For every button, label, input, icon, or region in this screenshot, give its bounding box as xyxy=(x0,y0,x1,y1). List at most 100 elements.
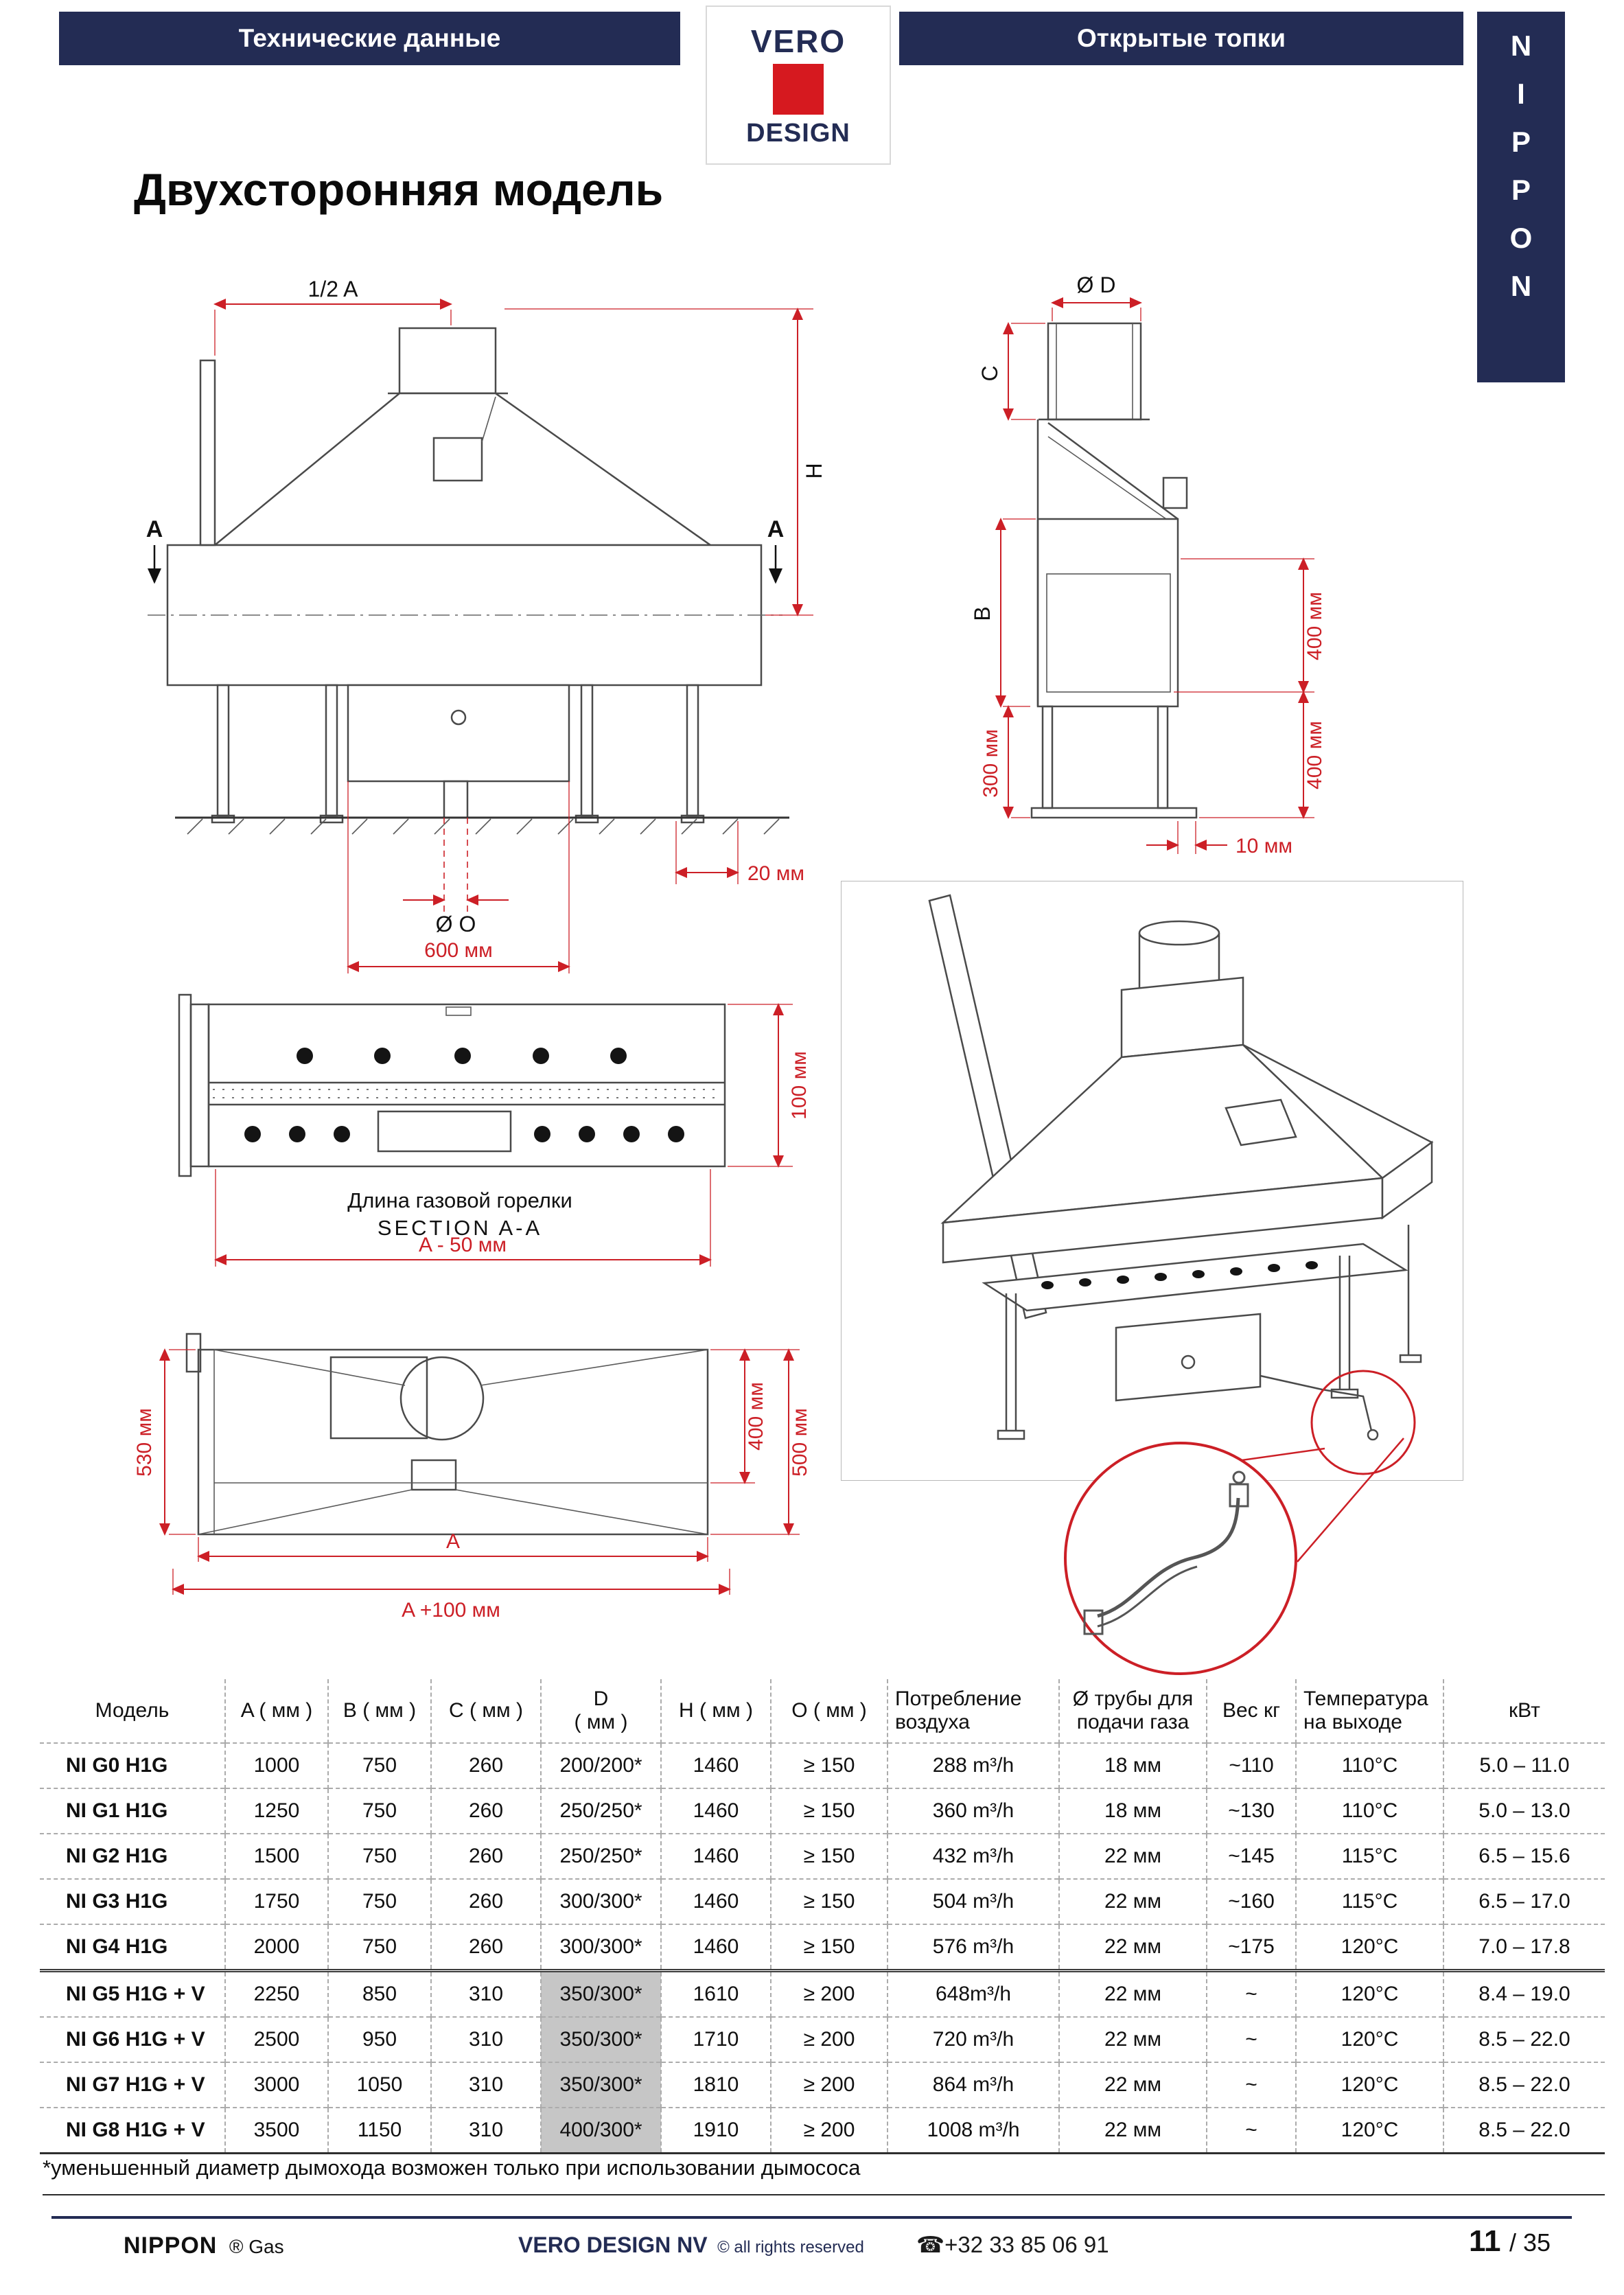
value-cell: 115°C xyxy=(1295,1878,1443,1924)
dim-a100: A +100 мм xyxy=(402,1599,500,1622)
value-cell: 1250 xyxy=(224,1788,328,1834)
value-cell: 310 xyxy=(430,2016,541,2062)
value-cell: 360 m³/h xyxy=(887,1788,1059,1834)
dim-100mm: 100 мм xyxy=(788,1051,811,1120)
column-header: H ( мм ) xyxy=(660,1679,771,1743)
dim-530mm: 530 мм xyxy=(133,1408,156,1477)
value-cell: 648m³/h xyxy=(887,1969,1059,2017)
value-cell: 115°C xyxy=(1295,1833,1443,1879)
footer-company: VERO DESIGN NV © all rights reserved xyxy=(518,2233,864,2258)
value-cell: ~145 xyxy=(1206,1833,1296,1879)
nippon-letter: N xyxy=(1510,270,1532,302)
value-cell: 288 m³/h xyxy=(887,1742,1059,1788)
value-cell: 720 m³/h xyxy=(887,2016,1059,2062)
value-cell: 1008 m³/h xyxy=(887,2107,1059,2154)
front-view-drawing: 1/2 A A A H 20 мм Ø O xyxy=(134,272,848,979)
value-cell: 1810 xyxy=(660,2062,771,2108)
value-cell: ~ xyxy=(1206,2062,1296,2108)
value-cell: 750 xyxy=(327,1788,431,1834)
value-cell: 110°C xyxy=(1295,1788,1443,1834)
value-cell: 8.5 – 22.0 xyxy=(1443,2062,1605,2108)
footer-brand-suffix: ® Gas xyxy=(229,2236,284,2257)
value-cell: ≥ 150 xyxy=(770,1742,888,1788)
footer-phone: ☎+32 33 85 06 91 xyxy=(916,2232,1109,2257)
dim-400mm-top: 400 мм xyxy=(1303,592,1326,660)
page-number: 11 xyxy=(1469,2224,1501,2258)
nippon-letter: I xyxy=(1517,78,1525,110)
footer-brand-name: NIPPON xyxy=(124,2233,218,2259)
value-cell: 310 xyxy=(430,1969,541,2017)
column-header: Модель xyxy=(95,1698,170,1722)
header-right-banner-label: Открытые топки xyxy=(1076,24,1286,52)
value-cell: 7.0 – 17.8 xyxy=(1443,1924,1605,1971)
page-total: / 35 xyxy=(1509,2228,1551,2257)
value-cell: ≥ 150 xyxy=(770,1788,888,1834)
isometric-geometry xyxy=(928,894,1434,1475)
value-cell: 120°C xyxy=(1295,2062,1443,2108)
value-cell: ≥ 200 xyxy=(770,2062,888,2108)
value-cell: ≥ 200 xyxy=(770,2107,888,2154)
dim-600mm: 600 мм xyxy=(424,939,493,962)
value-cell: 22 мм xyxy=(1058,2107,1207,2154)
header-left-banner: Технические данные xyxy=(59,12,680,65)
value-cell: 1150 xyxy=(327,2107,431,2154)
value-cell: 504 m³/h xyxy=(887,1878,1059,1924)
section-geometry xyxy=(178,993,726,1177)
value-cell: 22 мм xyxy=(1058,1924,1207,1971)
column-header: D ( мм ) xyxy=(540,1679,661,1743)
nippon-letter: N xyxy=(1510,30,1532,62)
column-header: B ( мм ) xyxy=(327,1679,431,1743)
value-cell: 750 xyxy=(327,1742,431,1788)
column-header: Вес кг xyxy=(1206,1679,1296,1743)
dim-c: C xyxy=(977,365,1002,381)
value-cell: 6.5 – 17.0 xyxy=(1443,1878,1605,1924)
dim-o-label: Ø O xyxy=(436,912,476,936)
value-cell: ~160 xyxy=(1206,1878,1296,1924)
value-cell: ≥ 200 xyxy=(770,1969,888,2017)
isometric-drawing xyxy=(841,881,1463,1481)
dim-300mm: 300 мм xyxy=(979,729,1002,798)
column-header: Температура на выходе xyxy=(1295,1679,1443,1743)
value-cell: 1460 xyxy=(660,1742,771,1788)
value-cell: 2500 xyxy=(224,2016,328,2062)
value-cell: 1000 xyxy=(224,1742,328,1788)
column-header: Ø трубы для подачи газа xyxy=(1058,1679,1207,1743)
value-cell: ≥ 200 xyxy=(770,2016,888,2062)
logo-vero-text: VERO xyxy=(750,23,846,59)
value-cell: ~ xyxy=(1206,1969,1296,2017)
dim-half-a: 1/2 A xyxy=(308,277,359,301)
front-view-dimensions: 1/2 A A A H 20 мм Ø O xyxy=(146,277,826,973)
value-cell: 5.0 – 13.0 xyxy=(1443,1788,1605,1834)
value-cell: 250/250* xyxy=(540,1833,661,1879)
value-cell: 350/300* xyxy=(540,2016,661,2062)
column-header: Потребление воздуха xyxy=(887,1679,1059,1743)
column-header: O ( мм ) xyxy=(770,1679,888,1743)
value-cell: 310 xyxy=(430,2107,541,2154)
value-cell: 110°C xyxy=(1295,1742,1443,1788)
value-cell: 260 xyxy=(430,1788,541,1834)
dim-500mm: 500 мм xyxy=(789,1408,811,1477)
dim-20mm: 20 мм xyxy=(747,862,804,885)
vero-design-logo: VERO DESIGN xyxy=(706,5,891,165)
section-drawing: 100 мм Длина газовой горелки SECTION A-A… xyxy=(172,987,851,1309)
value-cell: 750 xyxy=(327,1878,431,1924)
value-cell: ~110 xyxy=(1206,1742,1296,1788)
value-cell: 3000 xyxy=(224,2062,328,2108)
value-cell: 1050 xyxy=(327,2062,431,2108)
front-view-geometry xyxy=(148,327,789,835)
model-cell: NI G6 H1G + V xyxy=(40,2016,225,2062)
value-cell: 120°C xyxy=(1295,2107,1443,2154)
page-title: Двухсторонняя модель xyxy=(134,164,664,215)
value-cell: 350/300* xyxy=(540,1969,661,2017)
value-cell: 1460 xyxy=(660,1924,771,1971)
value-cell: ≥ 150 xyxy=(770,1924,888,1971)
value-cell: 310 xyxy=(430,2062,541,2108)
footer-brand: NIPPON ® Gas xyxy=(124,2233,284,2259)
